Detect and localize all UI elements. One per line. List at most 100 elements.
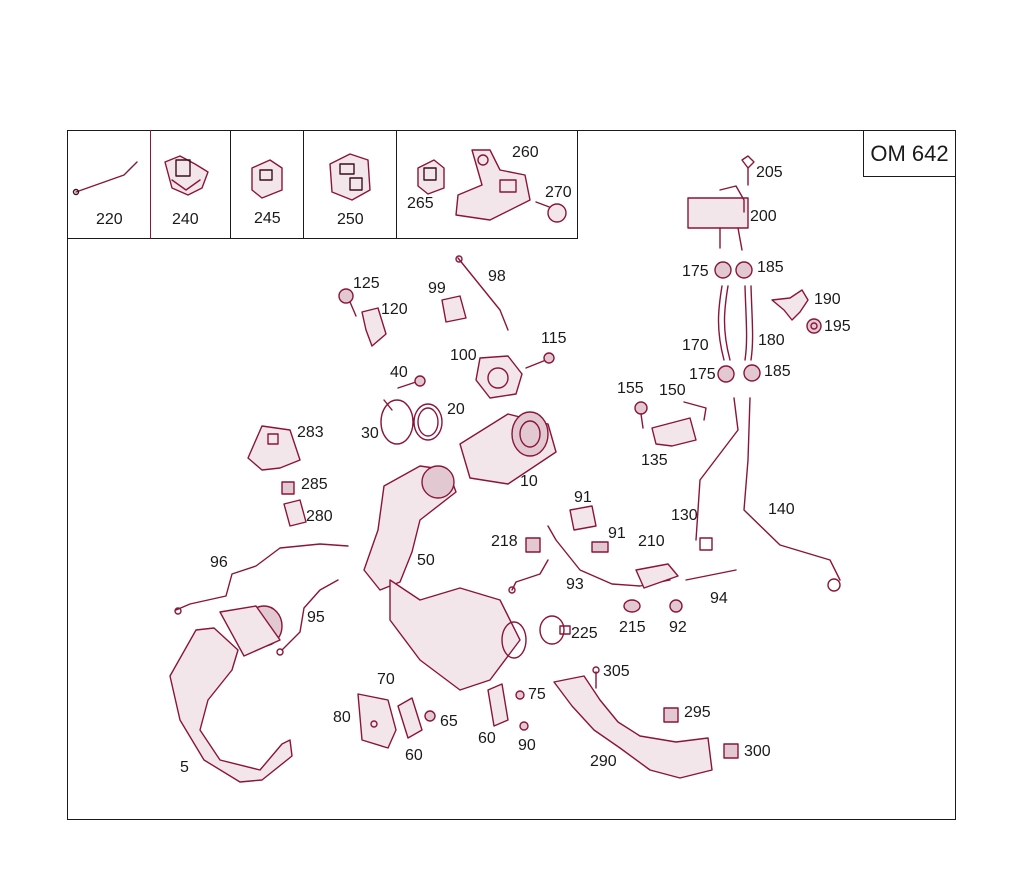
label-205: 205 [756,164,783,181]
label-195: 195 [824,318,851,335]
catalytic-converter-10-part [459,411,557,485]
label-130: 130 [671,507,698,524]
temperature-sensor-98-part [455,255,509,331]
label-65: 65 [440,713,458,730]
label-190: 190 [814,291,841,308]
bracket-70-80-part [357,693,397,749]
bolt-205-part [741,155,755,186]
label-60-left: 60 [405,747,423,764]
exhaust-pipe-50-part [363,465,527,691]
inset-260-265-270 [397,130,578,239]
bolt-40-part [397,375,426,389]
nut-195-part [806,318,822,334]
engine-model-badge: OM 642 [863,130,956,177]
diagram-frame [67,130,956,820]
inset-245 [231,130,304,239]
label-185-bottom: 185 [764,363,791,380]
gasket-100-part [475,355,523,399]
bolt-305-part [592,666,600,689]
label-70: 70 [377,671,395,688]
label-94: 94 [710,590,728,607]
inset-220 [67,130,151,239]
mounting-plate-260-part [455,149,531,221]
clip-300-part [723,743,739,759]
bolt-155-part [634,401,648,429]
label-300: 300 [744,743,771,760]
clamp-225-part [539,615,571,645]
cable-tie-part [72,161,138,196]
label-115: 115 [541,330,567,347]
seal-20-part [413,403,443,441]
hose-clamps-top-part [714,261,753,279]
label-150: 150 [659,382,686,399]
label-265: 265 [407,195,434,212]
holder-part [329,153,371,201]
label-93: 93 [566,576,584,593]
clamp-215-part [623,599,641,613]
label-120: 120 [381,301,408,318]
bolt-125-part [338,288,357,317]
sensor-cable-95-part [276,579,339,656]
clip-99-part [441,295,467,323]
bracket-283-part [247,425,301,471]
label-185-top: 185 [757,259,784,276]
label-155: 155 [617,380,644,397]
nut-92-part [669,599,683,613]
label-10: 10 [520,473,538,490]
label-140: 140 [768,501,795,518]
clip-91-lower-part [591,541,609,553]
pressure-pipe-140-part [743,397,841,592]
bracket-280-part [283,499,307,527]
hose-180-part [744,285,754,361]
label-295: 295 [684,704,711,721]
clip-285-part [281,481,295,495]
clip-91-upper-part [569,505,597,531]
inset-250 [304,130,397,239]
label-91-lower: 91 [608,525,626,542]
label-95: 95 [307,609,325,626]
label-96: 96 [210,554,228,571]
label-50: 50 [417,552,435,569]
label-280: 280 [306,508,333,525]
nut-65-part [424,710,436,722]
bracket-210-part [635,563,679,589]
pressure-pipe-130-part [695,397,739,551]
bracket-60-left-part [397,697,423,739]
label-290: 290 [590,753,617,770]
label-283: 283 [297,424,324,441]
label-175-top: 175 [682,263,709,280]
label-270: 270 [545,184,572,201]
heat-shield-290-part [553,675,713,779]
label-30: 30 [361,425,379,442]
label-215: 215 [619,619,646,636]
label-245: 245 [254,210,281,227]
clip-218-part [525,537,541,553]
label-75: 75 [528,686,546,703]
label-210: 210 [638,533,665,550]
clip-part [164,155,209,196]
label-285: 285 [301,476,328,493]
label-5: 5 [180,759,189,776]
label-260: 260 [512,144,539,161]
label-80: 80 [333,709,351,726]
hose-170-part [717,285,731,361]
pressure-sensor-200-part [687,185,749,251]
label-98: 98 [488,268,506,285]
label-99: 99 [428,280,446,297]
label-240: 240 [172,211,199,228]
cable-tie-94-part [685,569,737,581]
label-40: 40 [390,364,408,381]
label-91-upper: 91 [574,489,592,506]
particulate-filter-5-part [169,605,293,783]
label-200: 200 [750,208,777,225]
clamp-30-part [380,399,414,445]
label-170: 170 [682,337,709,354]
label-220: 220 [96,211,123,228]
label-92: 92 [669,619,687,636]
inset-240 [151,130,231,239]
label-60-right: 60 [478,730,496,747]
label-175-bottom: 175 [689,366,716,383]
bolt-75-part [515,690,525,700]
bracket-150-135-part [651,401,707,447]
